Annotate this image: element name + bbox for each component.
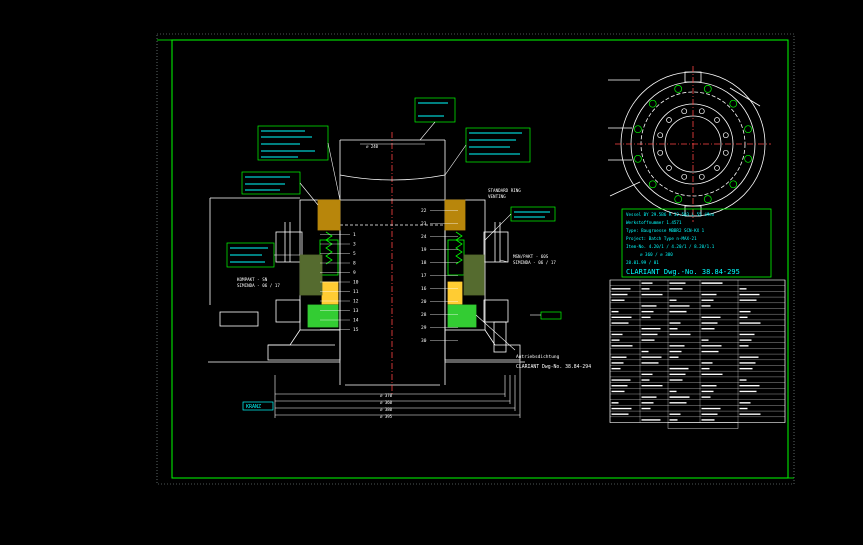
bolt-hole [703, 85, 712, 93]
section-view [208, 132, 525, 395]
bolt-hole [714, 117, 720, 123]
dim-4: ⌀ 395 [380, 414, 393, 419]
item-numbers-right: 22 23 24 19 18 17 16 20 28 29 30 [421, 208, 458, 344]
item-number-left: 8 [353, 261, 356, 267]
bolt-hole [703, 195, 712, 203]
bottom-note-2: CLARIANT Dwg-No. 38.84-294 [516, 364, 591, 370]
bolt-hole [729, 99, 738, 108]
parts-list-table [609, 279, 786, 429]
bolt-hole [744, 154, 752, 163]
bottom-note-1: Antriebsdichtung [516, 354, 560, 360]
flange-view [608, 66, 771, 222]
item-number-left: 5 [353, 251, 356, 257]
item-number-left: 13 [353, 308, 359, 314]
item-number-right: 17 [421, 273, 427, 279]
item-number-left: 15 [353, 327, 359, 333]
bolt-hole [674, 195, 683, 203]
item-number-left: 10 [353, 280, 359, 286]
title-line-1: Vessel BY 29.5B6 R 32.503 L 55 iMex [626, 212, 715, 217]
dim-1: ⌀ 370 [380, 393, 393, 398]
bolt-hole [648, 180, 657, 189]
dim-top: ⌀ 240 [366, 144, 379, 149]
item-number-left: 3 [353, 242, 356, 248]
bolt-hole [681, 173, 688, 180]
title-line-3: Type: Baugroesse MBBR2 SCN-KX 1 [626, 228, 705, 233]
bolt-hole [666, 165, 672, 171]
bolt-hole [744, 125, 752, 134]
label-box-text: KRANZ [246, 404, 261, 410]
bolt-hole [729, 180, 738, 189]
item-number-right: 29 [421, 325, 427, 331]
item-number-left: 11 [353, 289, 359, 295]
bolt-hole [657, 149, 664, 156]
bolt-hole [634, 125, 642, 134]
item-number-right: 16 [421, 286, 427, 292]
bolt-hole [674, 85, 683, 93]
bolt-hole [714, 165, 720, 171]
parts-list-frame [609, 279, 786, 423]
bolt-hole [634, 154, 642, 163]
bolt-hole [698, 173, 705, 180]
leader-left-label-2: SIMINDA - 06 / 17 [237, 283, 280, 288]
bolt-hole [648, 99, 657, 108]
dimension-lines [274, 143, 521, 418]
title-line-7: 28.01.99 / 01 [626, 260, 659, 265]
dim-2: ⌀ 360 [380, 400, 393, 405]
annotation-box-text [230, 102, 550, 263]
item-number-right: 23 [421, 221, 427, 227]
dim-3: ⌀ 380 [380, 407, 393, 412]
leader-right-label: MSN/PAKT - 60S [513, 254, 549, 259]
item-number-left: 12 [353, 299, 359, 305]
parts-list-extension [667, 422, 739, 429]
leader-right-top-label-2: VENTING [488, 194, 506, 199]
item-number-right: 18 [421, 260, 427, 266]
bolt-hole [698, 108, 705, 115]
title-line-5: Item-No. 4.20/1 / 4.20/1 / 8.20/1.1 [626, 244, 715, 249]
item-number-right: 19 [421, 247, 427, 253]
annotation-boxes [226, 97, 562, 411]
leader-lines [274, 121, 541, 351]
leader-left-label: KOMPAKT - SN [237, 277, 268, 282]
bolt-hole [666, 117, 672, 123]
bolt-hole [722, 132, 729, 139]
title-block: Vessel BY 29.5B6 R 32.503 L 55 iMex Werk… [621, 208, 772, 278]
sheet-frame [156, 33, 795, 485]
item-number-right: 22 [421, 208, 427, 214]
item-number-left: 14 [353, 318, 359, 324]
title-line-4: Project: Batch Type n-MAX-21 [626, 236, 697, 241]
item-number-left: 1 [353, 232, 356, 238]
item-number-left: 9 [353, 270, 356, 276]
bolt-hole [681, 108, 688, 115]
item-number-right: 24 [421, 234, 427, 240]
item-number-right: 20 [421, 299, 427, 305]
title-line-6: ⌀ 360 / ⌀ 380 [640, 252, 673, 257]
bolt-hole [657, 132, 664, 139]
item-number-right: 28 [421, 312, 427, 318]
leader-right-top-label: STANDARD RING [488, 188, 521, 193]
title-line-2: Werkstoffnummer 1.4571 [626, 220, 682, 225]
bolt-hole [722, 149, 729, 156]
item-number-right: 30 [421, 338, 427, 344]
flange-bolt-holes [634, 85, 752, 203]
leader-right-label-2: SIMINDA - 06 / 17 [513, 260, 556, 265]
title-dwg-number: CLARIANT Dwg.-No. 38.84-295 [626, 268, 740, 276]
